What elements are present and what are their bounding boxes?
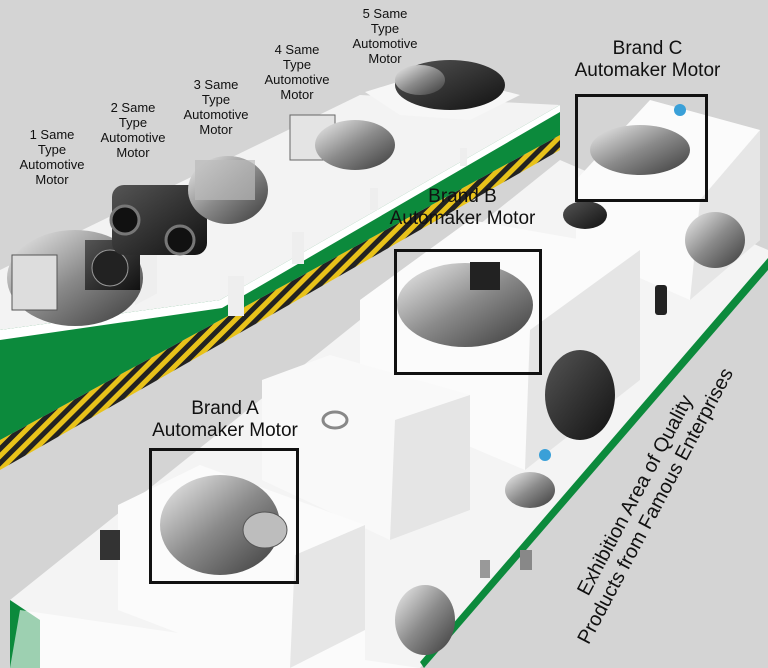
brand-b-label: Brand B Automaker Motor	[389, 186, 536, 229]
engine-brand-c	[590, 104, 690, 175]
engine-5	[365, 60, 520, 120]
same-type-label-3: 3 Same Type Automotive Motor	[183, 77, 249, 137]
small-parts	[100, 201, 745, 655]
brand-c-label: Brand C Automaker Motor	[574, 38, 721, 81]
pedestal-mid	[262, 355, 470, 540]
same-type-label-5: 5 Same Type Automotive Motor	[352, 6, 418, 66]
engine-brand-b	[397, 262, 533, 347]
engine-1	[7, 230, 143, 326]
engine-2	[109, 185, 207, 256]
same-type-label-1: 1 Same Type Automotive Motor	[19, 127, 85, 187]
brand-b-highlight-box	[394, 249, 542, 375]
brand-a-highlight-box	[149, 448, 299, 584]
engine-4	[289, 114, 395, 170]
engine-brand-a	[160, 475, 288, 575]
brand-c-highlight-box	[575, 94, 708, 202]
brand-a-label: Brand A Automaker Motor	[152, 398, 298, 441]
engine-3	[188, 156, 268, 224]
same-type-label-4: 4 Same Type Automotive Motor	[264, 42, 330, 102]
same-type-label-2: 2 Same Type Automotive Motor	[100, 100, 166, 160]
